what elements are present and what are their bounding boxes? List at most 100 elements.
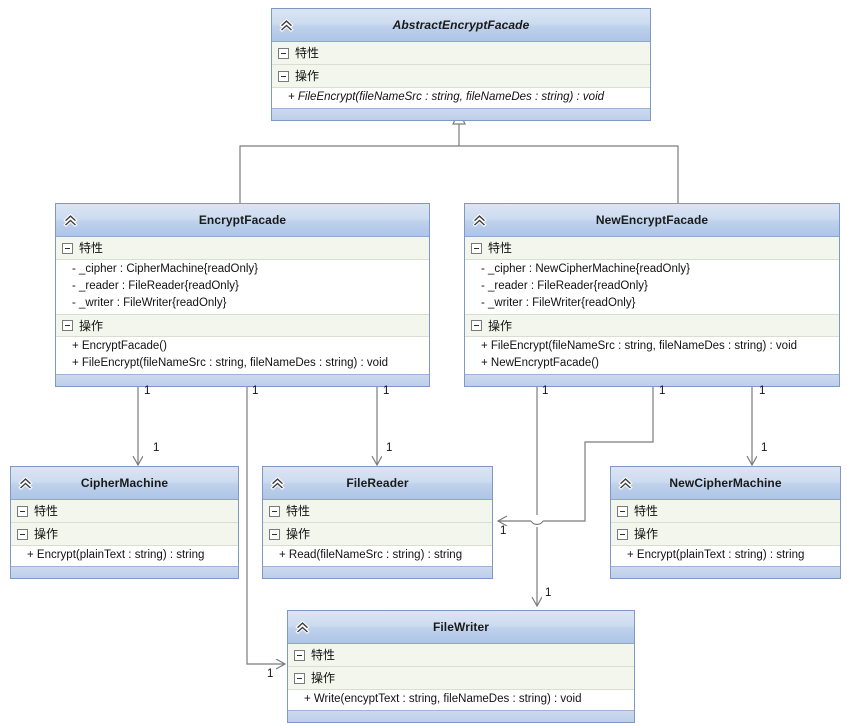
- class-title: EncryptFacade: [198, 213, 287, 227]
- operations-compartment-header[interactable]: 操作: [288, 667, 634, 690]
- operations-list: + EncryptFacade() + FileEncrypt(fileName…: [56, 337, 429, 374]
- class-title: NewCipherMachine: [669, 476, 782, 490]
- attributes-label: 特性: [488, 241, 513, 255]
- operation-item: + FileEncrypt(fileNameSrc : string, file…: [481, 340, 798, 352]
- collapse-minus-icon[interactable]: [269, 505, 280, 517]
- class-footer: [272, 108, 650, 120]
- multiplicity-label: 1: [383, 385, 390, 397]
- class-cipher-machine[interactable]: CipherMachine 特性 操作 + Encrypt(plainText …: [10, 466, 239, 579]
- operations-label: 操作: [295, 69, 320, 83]
- operation-item: + FileEncrypt(fileNameSrc : string, file…: [288, 91, 605, 103]
- class-chevron-icon: [279, 18, 294, 33]
- operation-item: + Encrypt(plainText : string) : string: [27, 549, 205, 561]
- collapse-minus-icon[interactable]: [471, 242, 482, 254]
- class-footer: [465, 374, 839, 386]
- operations-list: + FileEncrypt(fileNameSrc : string, file…: [272, 88, 650, 108]
- collapse-minus-icon[interactable]: [617, 528, 628, 540]
- class-title: AbstractEncryptFacade: [392, 18, 530, 32]
- attributes-compartment-header[interactable]: 特性: [263, 500, 492, 523]
- operation-item: + FileEncrypt(fileNameSrc : string, file…: [72, 357, 389, 369]
- multiplicity-label: 1: [542, 385, 549, 397]
- class-file-reader[interactable]: FileReader 特性 操作 + Read(fileNameSrc : st…: [262, 466, 493, 579]
- collapse-minus-icon[interactable]: [278, 47, 289, 59]
- collapse-minus-icon[interactable]: [294, 649, 305, 661]
- class-header[interactable]: EncryptFacade: [56, 204, 429, 237]
- class-header[interactable]: FileWriter: [288, 611, 634, 644]
- class-file-writer[interactable]: FileWriter 特性 操作 + Write(encyptText : st…: [287, 610, 635, 723]
- class-footer: [288, 710, 634, 722]
- operations-compartment-header[interactable]: 操作: [465, 314, 839, 337]
- edge-newencryptfacade-filewriter: [530, 383, 544, 606]
- class-new-encrypt-facade[interactable]: NewEncryptFacade 特性 - _cipher : NewCiphe…: [464, 203, 840, 387]
- class-footer: [611, 566, 840, 578]
- operations-label: 操作: [34, 527, 59, 541]
- operations-list: + FileEncrypt(fileNameSrc : string, file…: [465, 337, 839, 374]
- class-chevron-icon: [18, 476, 33, 491]
- operation-item: + Read(fileNameSrc : string) : string: [279, 549, 463, 561]
- collapse-minus-icon[interactable]: [471, 320, 482, 331]
- collapse-minus-icon[interactable]: [294, 672, 305, 684]
- class-encrypt-facade[interactable]: EncryptFacade 特性 - _cipher : CipherMachi…: [55, 203, 430, 387]
- generalization-edges: [239, 109, 679, 203]
- operations-list: + Write(encyptText : string, fileNameDes…: [288, 690, 634, 710]
- attributes-compartment-header[interactable]: 特性: [288, 644, 634, 667]
- collapse-minus-icon[interactable]: [62, 242, 73, 254]
- class-footer: [263, 566, 492, 578]
- attributes-compartment-header[interactable]: 特性: [56, 237, 429, 260]
- attributes-label: 特性: [79, 241, 104, 255]
- collapse-minus-icon[interactable]: [617, 505, 628, 517]
- attribute-item: - _writer : FileWriter{readOnly}: [72, 297, 227, 309]
- collapse-minus-icon[interactable]: [278, 70, 289, 82]
- class-chevron-icon: [295, 620, 310, 635]
- class-new-cipher-machine[interactable]: NewCipherMachine 特性 操作 + Encrypt(plainTe…: [610, 466, 841, 579]
- class-chevron-icon: [63, 213, 78, 228]
- class-header[interactable]: NewCipherMachine: [611, 467, 840, 500]
- operations-label: 操作: [79, 318, 104, 333]
- operations-list: + Encrypt(plainText : string) : string: [11, 546, 238, 566]
- collapse-minus-icon[interactable]: [62, 320, 73, 331]
- attribute-item: - _cipher : CipherMachine{readOnly}: [72, 263, 259, 275]
- operations-compartment-header[interactable]: 操作: [263, 523, 492, 546]
- class-abstract-encrypt-facade[interactable]: AbstractEncryptFacade 特性 操作 + FileEncryp…: [271, 8, 651, 121]
- operations-list: + Encrypt(plainText : string) : string: [611, 546, 840, 566]
- operations-label: 操作: [488, 318, 513, 333]
- attributes-label: 特性: [311, 648, 336, 662]
- attributes-compartment-header[interactable]: 特性: [465, 237, 839, 260]
- operations-label: 操作: [286, 527, 311, 541]
- attributes-compartment-header[interactable]: 特性: [11, 500, 238, 523]
- class-header[interactable]: NewEncryptFacade: [465, 204, 839, 237]
- multiplicity-label: 1: [659, 385, 666, 397]
- multiplicity-label: 1: [759, 385, 766, 397]
- multiplicity-label: 1: [267, 668, 274, 680]
- collapse-minus-icon[interactable]: [17, 528, 28, 540]
- operation-item: + EncryptFacade(): [72, 340, 167, 352]
- attribute-item: - _reader : FileReader{readOnly}: [72, 280, 239, 292]
- collapse-minus-icon[interactable]: [269, 528, 280, 540]
- multiplicity-label: 1: [144, 385, 151, 397]
- attributes-list: - _cipher : CipherMachine{readOnly} - _r…: [56, 260, 429, 314]
- attributes-compartment-header[interactable]: 特性: [272, 42, 650, 65]
- attributes-label: 特性: [295, 46, 320, 60]
- operations-compartment-header[interactable]: 操作: [56, 314, 429, 337]
- class-chevron-icon: [270, 476, 285, 491]
- operations-label: 操作: [311, 671, 336, 685]
- multiplicity-label: 1: [153, 442, 160, 454]
- multiplicity-label: 1: [386, 442, 393, 454]
- multiplicity-label: 1: [252, 385, 259, 397]
- class-title: FileWriter: [432, 620, 490, 634]
- class-header[interactable]: AbstractEncryptFacade: [272, 9, 650, 42]
- collapse-minus-icon[interactable]: [17, 505, 28, 517]
- class-chevron-icon: [618, 476, 633, 491]
- class-header[interactable]: CipherMachine: [11, 467, 238, 500]
- class-header[interactable]: FileReader: [263, 467, 492, 500]
- operations-list: + Read(fileNameSrc : string) : string: [263, 546, 492, 566]
- operations-compartment-header[interactable]: 操作: [11, 523, 238, 546]
- class-title: FileReader: [346, 476, 409, 490]
- class-footer: [56, 374, 429, 386]
- attributes-label: 特性: [286, 504, 311, 518]
- attribute-item: - _cipher : NewCipherMachine{readOnly}: [481, 263, 691, 275]
- attributes-compartment-header[interactable]: 特性: [611, 500, 840, 523]
- operations-compartment-header[interactable]: 操作: [611, 523, 840, 546]
- operations-compartment-header[interactable]: 操作: [272, 65, 650, 88]
